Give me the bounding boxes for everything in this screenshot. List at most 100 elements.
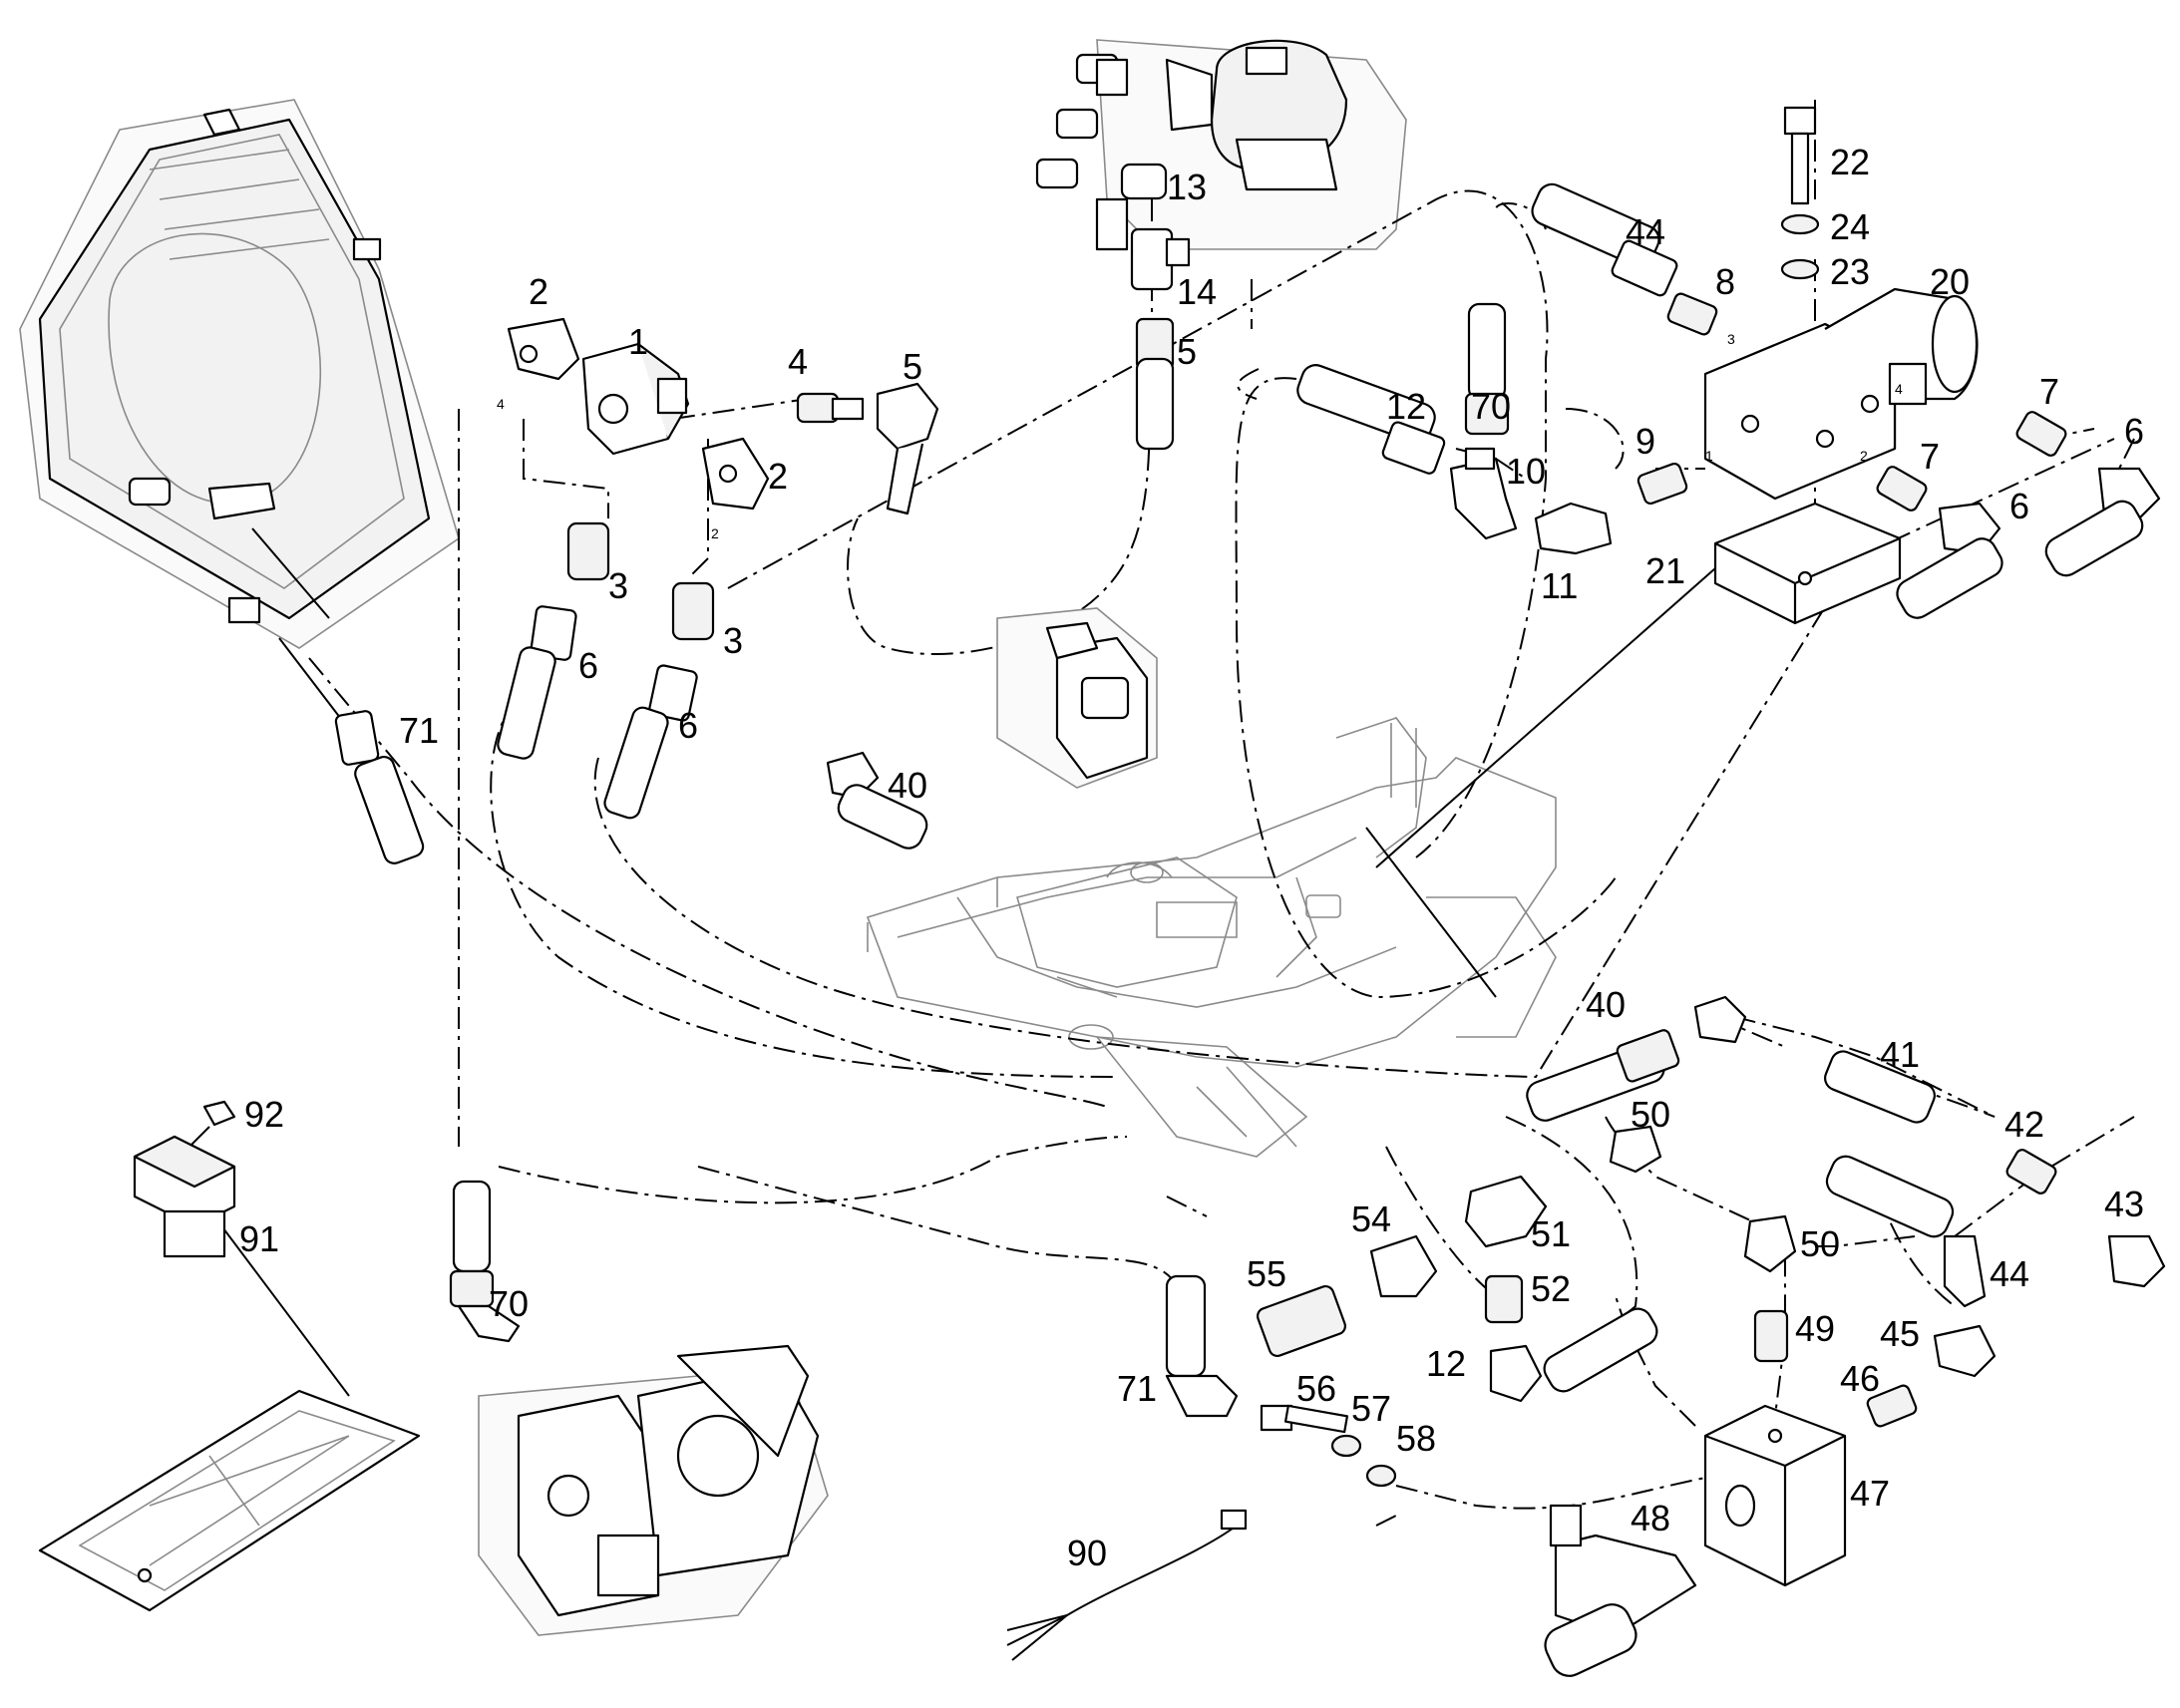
part-6-hose-d: [2044, 467, 2161, 577]
callout-labels: 1 2 2 3 3 4 5 5 6 6 6 6 7 7 8 9 10 11 12…: [239, 142, 2144, 1573]
callout-44: 44: [1626, 211, 1665, 252]
part-3-fitting-a: [566, 521, 610, 581]
callout-6: 6: [2124, 411, 2144, 452]
callout-6: 6: [678, 705, 698, 746]
part-57-washer: [1330, 1434, 1362, 1458]
port-labels: 4 2 3 1 2 4: [497, 331, 1903, 541]
part-70-hose-a: [1464, 302, 1510, 436]
callout-1: 1: [628, 321, 648, 362]
part-6-hose-b: [603, 664, 698, 820]
part-12-hose-b: [1489, 1307, 1658, 1403]
part-46-fitting: [1866, 1384, 1918, 1428]
callout-8: 8: [1715, 261, 1735, 302]
part-43-elbow: [2107, 1234, 2166, 1288]
callout-6: 6: [578, 645, 598, 686]
part-21-plate: [1713, 502, 1902, 625]
part-1-pressure-switch: [581, 342, 690, 456]
part-2-flange-b: [701, 437, 770, 511]
part-44-hose-b: [1825, 1155, 1987, 1308]
hydraulic-motor-ghost: [996, 607, 1158, 789]
part-49-fitting: [1753, 1309, 1789, 1363]
callout-7: 7: [1920, 436, 1940, 477]
part-70-hose-b: [449, 1180, 521, 1343]
part-12-hose-a: [1296, 364, 1446, 475]
callout-10: 10: [1506, 451, 1546, 492]
part-13-fitting: [1120, 163, 1168, 200]
port-label: 2: [1860, 448, 1868, 464]
callout-4: 4: [788, 341, 808, 382]
callout-3: 3: [608, 565, 628, 606]
callout-2: 2: [529, 271, 548, 312]
part-5-hose-b: [1135, 317, 1175, 451]
port-label: 4: [1895, 381, 1903, 397]
part-44-hose-a: [1531, 182, 1678, 297]
part-42-fitting: [2005, 1149, 2057, 1195]
callout-92: 92: [244, 1094, 284, 1135]
part-54-nut: [1369, 1234, 1438, 1298]
part-4-fitting: [796, 392, 865, 424]
callout-44: 44: [1990, 1253, 2029, 1294]
part-3-fitting-b: [671, 581, 715, 641]
callout-22: 22: [1830, 142, 1870, 182]
callout-49: 49: [1795, 1308, 1835, 1349]
callout-90: 90: [1067, 1533, 1107, 1573]
callout-40: 40: [1586, 984, 1626, 1025]
part-52-fitting: [1484, 1274, 1524, 1324]
callout-11: 11: [1541, 565, 1578, 606]
callout-48: 48: [1631, 1498, 1670, 1538]
callout-23: 23: [1830, 251, 1870, 292]
port-label: 2: [711, 525, 719, 541]
part-41-coupling: [1824, 1050, 1936, 1124]
callout-43: 43: [2104, 1184, 2144, 1224]
port-label: 3: [1727, 331, 1735, 347]
part-22-bolt: [1783, 106, 1817, 205]
part-71-hose-a: [334, 710, 425, 864]
part-47-valve-block: [1703, 1404, 1847, 1587]
part-7-fitting-a: [2015, 411, 2067, 457]
part-92-cap: [202, 1100, 236, 1127]
callout-52: 52: [1531, 1268, 1571, 1309]
part-8-fitting: [1666, 292, 1718, 336]
callout-45: 45: [1880, 1313, 1920, 1354]
part-91-rocker-switch: [133, 1135, 236, 1258]
part-48-solenoid-cartridge: [1544, 1504, 1697, 1677]
callout-21: 21: [1645, 550, 1685, 591]
part-24-washer: [1780, 213, 1820, 235]
callout-70: 70: [489, 1283, 529, 1324]
callout-58: 58: [1396, 1418, 1436, 1459]
callout-5: 5: [1177, 331, 1197, 372]
axial-piston-pump: [478, 1344, 829, 1636]
callout-42: 42: [2004, 1104, 2044, 1145]
part-14-tee: [1130, 227, 1191, 291]
port-label: 4: [497, 396, 505, 412]
callout-91: 91: [239, 1218, 279, 1259]
part-7-fitting-b: [1876, 466, 1928, 512]
part-9-fitting: [1636, 462, 1688, 506]
callout-7: 7: [2039, 371, 2059, 412]
part-45-tee: [1933, 1324, 1997, 1378]
hydraulic-pump-top-ghost: [1035, 39, 1407, 251]
callout-3: 3: [723, 620, 743, 661]
part-58-washer: [1365, 1464, 1397, 1488]
part-90-wiring-harness: [1006, 1509, 1248, 1661]
part-2-flange-a: [507, 317, 580, 381]
part-50-elbow-a: [1609, 1125, 1662, 1174]
callout-14: 14: [1177, 271, 1217, 312]
callout-50: 50: [1631, 1094, 1670, 1135]
callout-5: 5: [903, 346, 922, 387]
part-11-elbow: [1534, 502, 1613, 555]
callout-40: 40: [888, 765, 927, 806]
callout-12: 12: [1426, 1343, 1466, 1384]
callout-2: 2: [768, 456, 788, 497]
dashboard-panel: [38, 1389, 421, 1612]
part-40-hose-a: [826, 751, 928, 850]
callout-47: 47: [1850, 1473, 1890, 1514]
part-10-tee: [1449, 447, 1518, 540]
part-51-tee: [1464, 1175, 1548, 1248]
callout-24: 24: [1830, 206, 1870, 247]
callout-56: 56: [1296, 1368, 1336, 1409]
leader-lines: [188, 527, 1716, 1397]
callout-70: 70: [1471, 386, 1511, 427]
callout-71: 71: [1117, 1368, 1157, 1409]
part-5-elbow-a: [876, 382, 939, 515]
